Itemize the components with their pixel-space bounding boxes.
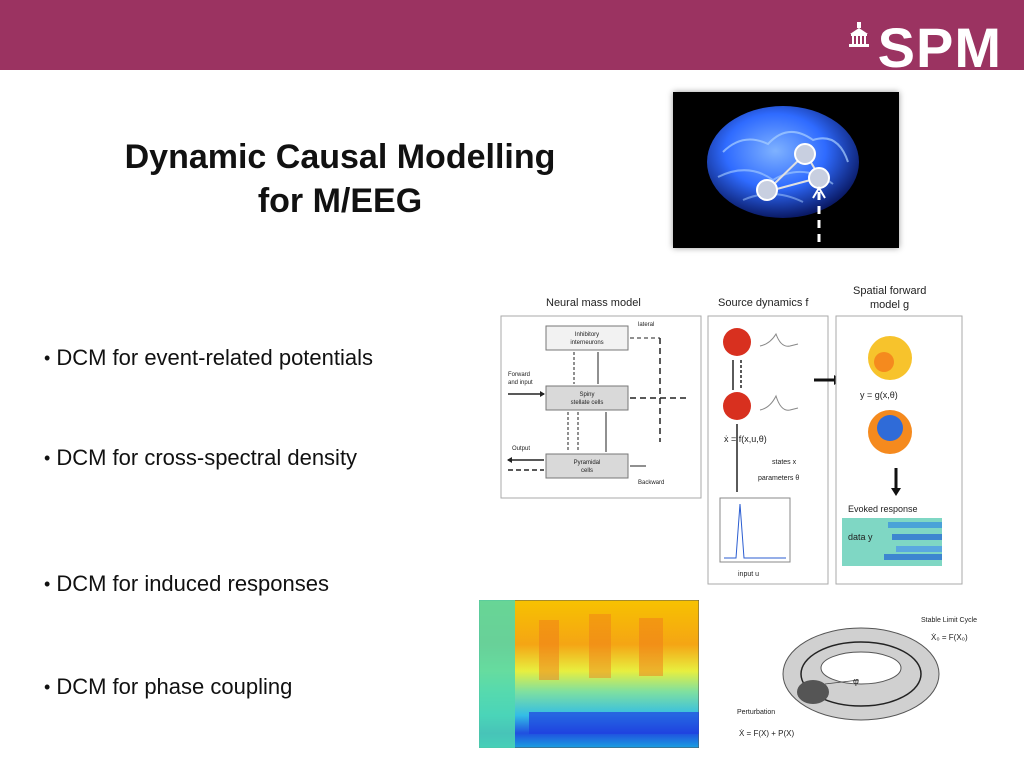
svg-text:φ: φ	[853, 676, 859, 686]
svg-text:Stable Limit Cycle: Stable Limit Cycle	[921, 617, 977, 624]
limit-cycle-torus: Stable Limit Cycle Ẋ₀ = F(X₀) φ Perturba…	[737, 617, 977, 738]
bullet-dot-icon: •	[44, 676, 51, 697]
brain-illustration	[707, 106, 859, 248]
svg-text:Spiny: Spiny	[579, 392, 594, 398]
panel-title-forward-1: Spatial forward	[853, 285, 926, 297]
bullet-dot-icon: •	[44, 447, 51, 468]
svg-text:Forward: Forward	[508, 372, 530, 378]
header-bar: SPM	[0, 0, 1024, 79]
svg-text:and input: and input	[508, 380, 533, 386]
svg-text:lateral: lateral	[638, 322, 654, 328]
brain-image	[673, 92, 899, 248]
svg-text:Output: Output	[512, 446, 530, 452]
svg-text:ẋ = f(x,u,θ): ẋ = f(x,u,θ)	[724, 434, 767, 444]
spm-logo: SPM	[848, 16, 1002, 79]
slide-title: Dynamic Causal Modelling for M/EEG	[60, 135, 620, 223]
svg-text:cells: cells	[581, 468, 593, 474]
svg-text:Ẋ = F(X) + P(X): Ẋ = F(X) + P(X)	[739, 729, 794, 738]
panel-title-neural-mass: Neural mass model	[546, 297, 641, 309]
bullet-dot-icon: •	[44, 347, 51, 368]
bullet-text: DCM for phase coupling	[56, 674, 293, 699]
panel-title-source-dynamics: Source dynamics f	[718, 297, 809, 309]
svg-text:Evoked response: Evoked response	[848, 504, 918, 514]
svg-text:data y: data y	[848, 532, 873, 542]
bullet-induced: • DCM for induced responses	[44, 571, 329, 597]
bullet-text: DCM for event-related potentials	[56, 345, 374, 370]
bullet-dot-icon: •	[44, 573, 51, 594]
svg-text:Perturbation: Perturbation	[737, 709, 775, 716]
box-pyramidal	[545, 453, 629, 479]
svg-text:Backward: Backward	[638, 480, 664, 486]
svg-text:Inhibitory: Inhibitory	[575, 332, 599, 338]
logo-text: SPM	[877, 16, 1002, 79]
box-spiny-stellate	[545, 385, 629, 411]
induced-response-heatmap	[479, 600, 699, 748]
box-inhibitory	[545, 325, 629, 351]
svg-text:interneurons: interneurons	[570, 340, 603, 346]
source-node-1	[723, 328, 751, 356]
svg-text:stellate cells: stellate cells	[571, 400, 604, 406]
bullet-phase: • DCM for phase coupling	[44, 674, 292, 700]
source-node-2	[723, 392, 751, 420]
panel-title-forward-2: model g	[870, 299, 909, 311]
svg-text:Ẋ₀ = F(X₀): Ẋ₀ = F(X₀)	[931, 633, 968, 642]
svg-text:states x: states x	[772, 459, 797, 466]
svg-text:y = g(x,θ): y = g(x,θ)	[860, 390, 898, 400]
dcm-model-diagram: Neural mass model Source dynamics f Spat…	[500, 285, 963, 585]
title-line-1: Dynamic Causal Modelling	[124, 138, 556, 176]
svg-text:Pyramidal: Pyramidal	[574, 460, 601, 466]
title-line-2: for M/EEG	[257, 182, 423, 220]
bullet-erp: • DCM for event-related potentials	[44, 345, 373, 371]
input-plot	[719, 497, 791, 563]
bullet-text: DCM for induced responses	[56, 571, 329, 596]
svg-text:parameters θ: parameters θ	[758, 475, 799, 482]
bullet-csd: • DCM for cross-spectral density	[44, 445, 357, 471]
building-icon	[848, 22, 869, 47]
bullet-text: DCM for cross-spectral density	[56, 445, 358, 470]
svg-text:input u: input u	[738, 571, 759, 578]
